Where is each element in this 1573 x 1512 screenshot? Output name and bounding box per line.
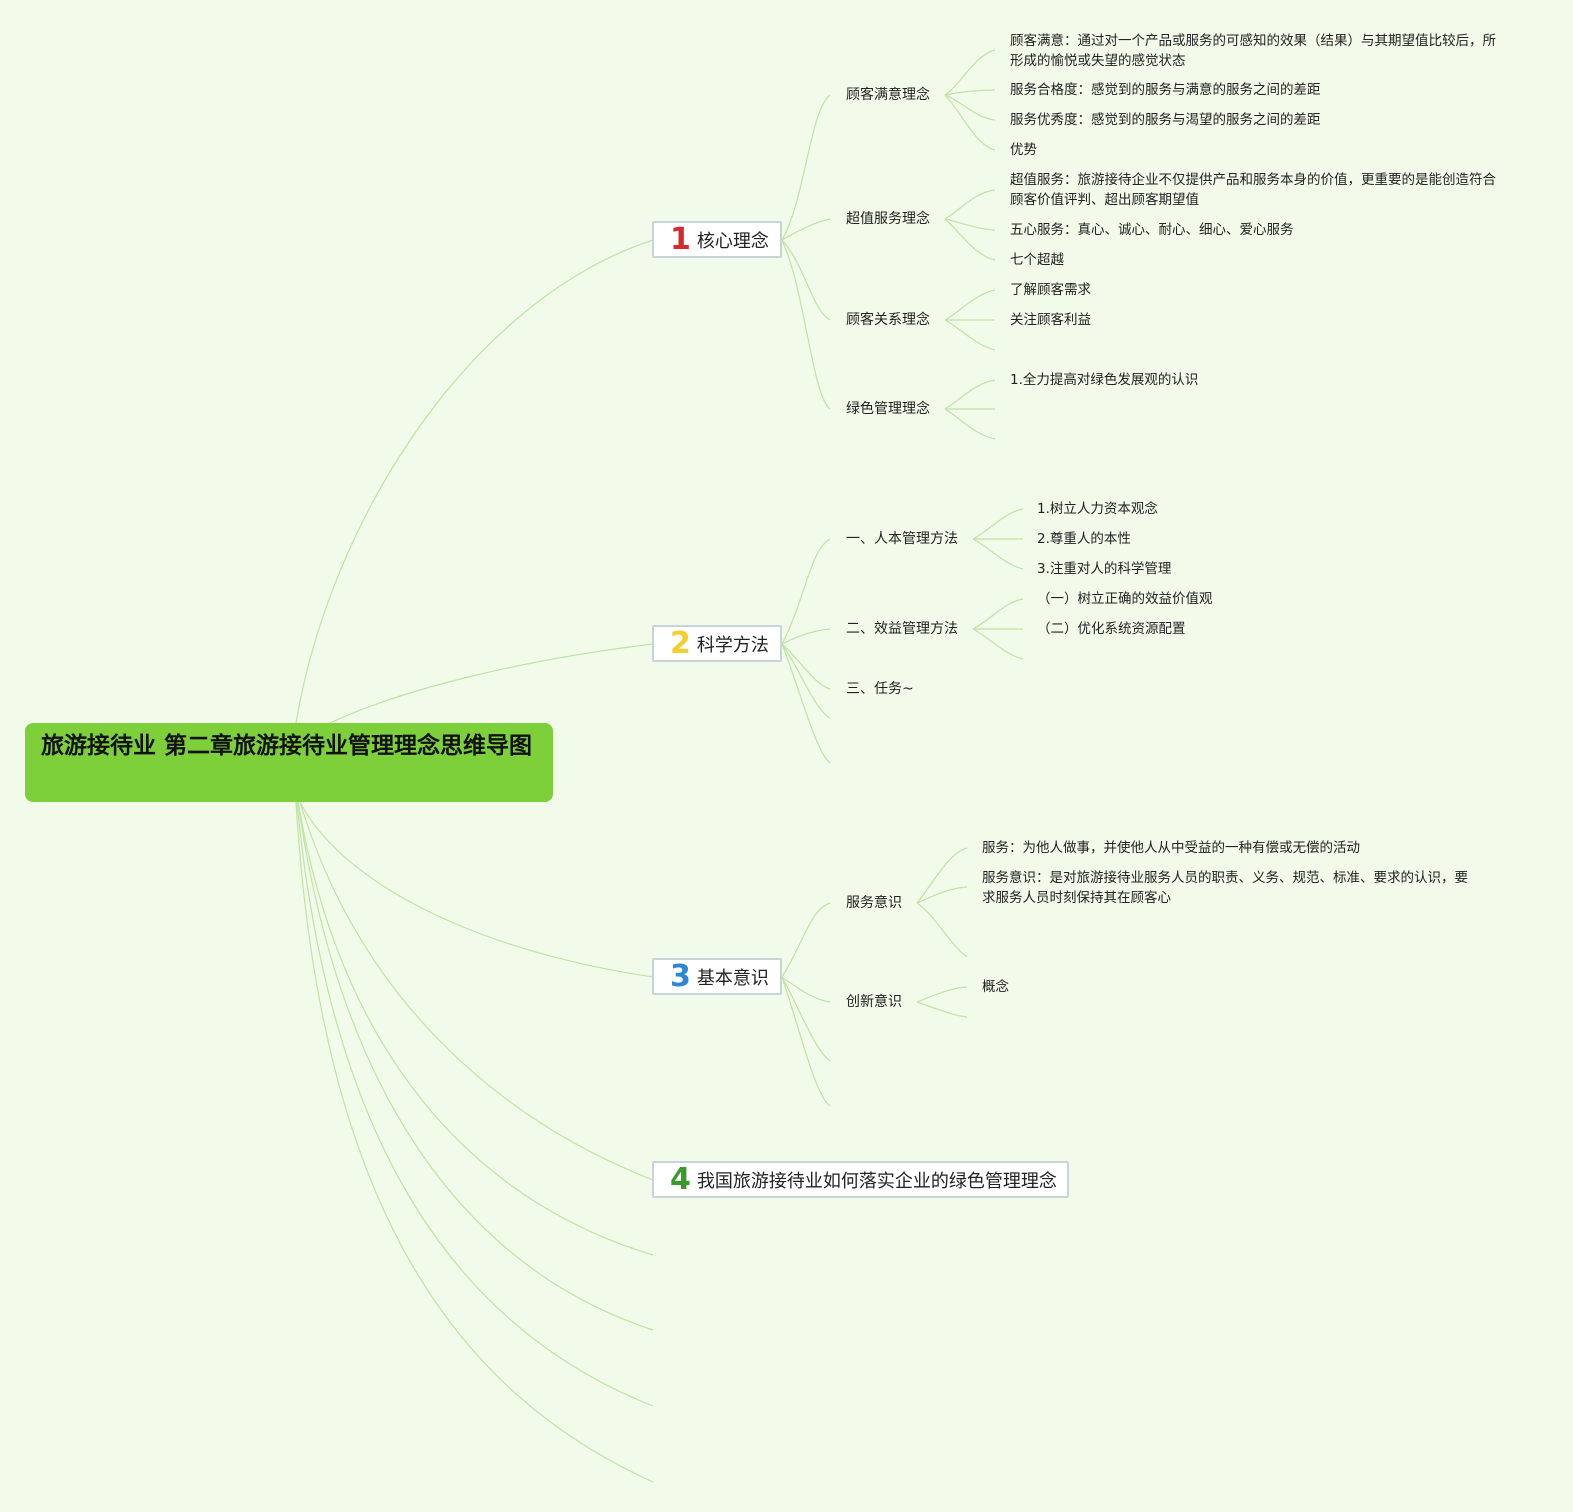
link-root-extra-3 (296, 801, 654, 1407)
link-b1s1-l3 (944, 94, 996, 121)
leaf-focus-interests[interactable]: 关注顾客利益 (1010, 312, 1091, 328)
link-b3-s3 (781, 976, 831, 1062)
link-root-extra-4 (295, 801, 654, 1483)
subtopic-tasks[interactable]: 三、任务~ (846, 681, 914, 697)
link-b3-s1 (781, 902, 831, 978)
link-root-branch-3 (299, 801, 654, 978)
link-b2-s1 (781, 538, 831, 645)
subtopic-benefit-management[interactable]: 二、效益管理方法 (846, 621, 958, 637)
number-4-icon: 4 (670, 1161, 691, 1197)
branch-4-label: 我国旅游接待业如何落实企业的绿色管理理念 (696, 1170, 1057, 1192)
leaf-understand-needs[interactable]: 了解顾客需求 (1010, 282, 1091, 298)
link-b1s2-l2 (944, 218, 996, 231)
leaf-green-development[interactable]: 1.全力提高对绿色发展观的认识 (1010, 372, 1199, 388)
link-b3s2-l2 (916, 1001, 968, 1018)
link-b2-s2 (781, 628, 831, 645)
link-b1s4-l3 (944, 408, 996, 440)
link-b1s2-l1 (944, 189, 996, 220)
link-b3s1-l1 (916, 847, 968, 904)
link-b1s2-l3 (944, 218, 996, 261)
number-2-icon: 2 (670, 625, 691, 661)
leaf-value-added-definition[interactable]: 超值服务：旅游接待企业不仅提供产品和服务本身的价值，更重要的是能创造符合顾客价值… (1010, 172, 1496, 208)
root-topic[interactable]: 旅游接待业 第二章旅游接待业管理理念思维导图 (25, 723, 553, 802)
leaf-benefit-values[interactable]: （一）树立正确的效益价值观 (1037, 591, 1213, 607)
link-b1s3-l3 (944, 319, 996, 351)
link-b1-s3 (781, 239, 831, 321)
link-b2-s5 (781, 643, 831, 764)
branch-3-topic[interactable]: 3 基本意识 (652, 958, 782, 995)
link-b3s1-l2 (916, 886, 968, 904)
link-root-branch-4 (299, 801, 654, 1181)
link-b1s1-l1 (944, 49, 996, 96)
leaf-five-hearts-service[interactable]: 五心服务：真心、诚心、耐心、细心、爱心服务 (1010, 222, 1294, 238)
link-b1-s2 (781, 218, 831, 241)
number-1-icon: 1 (670, 221, 691, 257)
leaf-service-excellence[interactable]: 服务优秀度：感觉到的服务与渴望的服务之间的差距 (1010, 112, 1321, 128)
subtopic-humanistic-management[interactable]: 一、人本管理方法 (846, 531, 958, 547)
branch-4-topic[interactable]: 4 我国旅游接待业如何落实企业的绿色管理理念 (652, 1161, 1069, 1198)
link-b2s1-l1 (972, 508, 1024, 540)
number-3-icon: 3 (670, 958, 691, 994)
link-b3s2-l1 (916, 986, 968, 1003)
leaf-service-conformity[interactable]: 服务合格度：感觉到的服务与满意的服务之间的差距 (1010, 82, 1321, 98)
leaf-scientific-management[interactable]: 3.注重对人的科学管理 (1037, 561, 1172, 577)
link-b1s4-l1 (944, 379, 996, 410)
link-b3-s4 (781, 976, 831, 1107)
leaf-concept[interactable]: 概念 (982, 979, 1009, 995)
leaf-service-awareness-definition[interactable]: 服务意识：是对旅游接待业服务人员的职责、义务、规范、标准、要求的认识，要求服务人… (982, 870, 1468, 906)
link-root-branch-2 (329, 643, 654, 724)
link-b3-s2 (781, 976, 831, 1003)
link-b1-s1 (781, 94, 831, 241)
link-b1s1-l2 (944, 89, 996, 96)
leaf-service-definition[interactable]: 服务：为他人做事，并使他人从中受益的一种有偿或无偿的活动 (982, 840, 1360, 856)
link-b2-s4 (781, 643, 831, 719)
branch-2-topic[interactable]: 2 科学方法 (652, 625, 782, 662)
link-b2-s3 (781, 643, 831, 690)
link-root-extra-2 (297, 801, 654, 1331)
leaf-seven-exceeds[interactable]: 七个超越 (1010, 252, 1064, 268)
link-b2s2-l3 (972, 628, 1024, 660)
link-b1s1-l4 (944, 94, 996, 151)
link-root-extra-1 (297, 801, 654, 1256)
link-b1s3-l1 (944, 289, 996, 321)
link-b2s2-l1 (972, 598, 1024, 630)
branch-1-label: 核心理念 (696, 230, 769, 252)
branch-1-topic[interactable]: 1 核心理念 (652, 221, 782, 258)
subtopic-green-management[interactable]: 绿色管理理念 (846, 401, 930, 417)
subtopic-service-awareness[interactable]: 服务意识 (846, 895, 902, 911)
branch-2-label: 科学方法 (696, 634, 769, 656)
leaf-respect-human-nature[interactable]: 2.尊重人的本性 (1037, 531, 1131, 547)
link-b2s1-l3 (972, 538, 1024, 570)
leaf-customer-satisfaction-definition[interactable]: 顾客满意：通过对一个产品或服务的可感知的效果（结果）与其期望值比较后，所形成的愉… (1010, 33, 1496, 69)
link-b1-s4 (781, 239, 831, 410)
subtopic-customer-satisfaction[interactable]: 顾客满意理念 (846, 87, 930, 103)
link-b3s1-l3 (916, 902, 968, 958)
link-root-branch-1 (295, 239, 654, 724)
subtopic-value-added-service[interactable]: 超值服务理念 (846, 211, 930, 227)
leaf-advantage[interactable]: 优势 (1010, 142, 1037, 158)
subtopic-innovation-awareness[interactable]: 创新意识 (846, 994, 902, 1010)
leaf-optimize-resources[interactable]: （二）优化系统资源配置 (1037, 621, 1186, 637)
branch-3-label: 基本意识 (696, 967, 769, 989)
subtopic-customer-relationship[interactable]: 顾客关系理念 (846, 312, 930, 328)
root-title: 旅游接待业 第二章旅游接待业管理理念思维导图 (41, 733, 533, 759)
leaf-human-capital[interactable]: 1.树立人力资本观念 (1037, 501, 1158, 517)
